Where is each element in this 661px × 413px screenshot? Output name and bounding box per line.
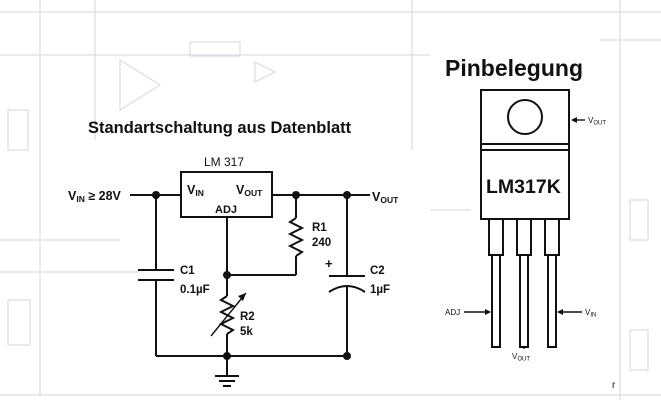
tab-arrowhead [571, 117, 577, 123]
c1-value: 0.1µF [180, 284, 210, 296]
adj-junction-dot [223, 271, 231, 279]
input-voltage-label: VIN ≥ 28V [68, 189, 122, 204]
r2-adjust-arrow-line [210, 292, 247, 337]
c2-name: C2 [370, 265, 385, 277]
pin-vin-arrowhead [557, 309, 563, 315]
r1-resistor [287, 217, 305, 257]
package-part-label: LM317K [486, 176, 561, 198]
pin-vout-shoulder [516, 218, 532, 256]
r1-name: R1 [312, 222, 327, 234]
pin-adj-shoulder [488, 218, 504, 256]
tab-vout-label: VOUT [588, 116, 606, 127]
r2-value: 5k [240, 326, 253, 338]
pinout-title: Pinbelegung [445, 55, 583, 81]
watermark-mark: r [612, 380, 616, 391]
c2-polarity: + [325, 256, 333, 271]
pin-adj-arrowhead [485, 309, 491, 315]
circuit-title: Standartschaltung aus Datenblatt [88, 119, 352, 137]
ic-pin-adj: ADJ [215, 204, 237, 216]
pin-vout-label: VOUT [512, 352, 530, 363]
r2-adjust-arrowhead [238, 293, 246, 301]
background-traces [0, 0, 661, 400]
c2-value: 1µF [370, 284, 390, 296]
output-voltage-label: VOUT [372, 190, 399, 205]
pin-vout-leg [519, 254, 529, 348]
r2-name: R2 [240, 311, 255, 323]
lm317k-package: LM317K VOUT ADJ VOUT VIN [445, 89, 606, 363]
pin-adj-label: ADJ [445, 308, 460, 317]
r2-resistor [218, 295, 236, 335]
ic-name-label: LM 317 [204, 155, 244, 169]
pin-vin-leg [547, 254, 557, 348]
package-mounting-hole [507, 99, 543, 135]
c2-ground-junction-dot [343, 352, 351, 360]
ic-pin-vout: VOUT [236, 183, 263, 198]
c1-name: C1 [180, 265, 195, 277]
ic-pin-vin: VIN [187, 183, 204, 198]
pin-vin-label: VIN [585, 308, 596, 319]
lm317-schematic: LM 317 VIN VOUT ADJ VIN ≥ 28V VOUT C1 0.… [68, 155, 399, 387]
r1-value: 240 [312, 237, 331, 249]
pin-vin-shoulder [544, 218, 560, 256]
package-tab [480, 89, 570, 145]
ground-symbol-icon [215, 375, 239, 387]
pin-adj-leg [491, 254, 501, 348]
